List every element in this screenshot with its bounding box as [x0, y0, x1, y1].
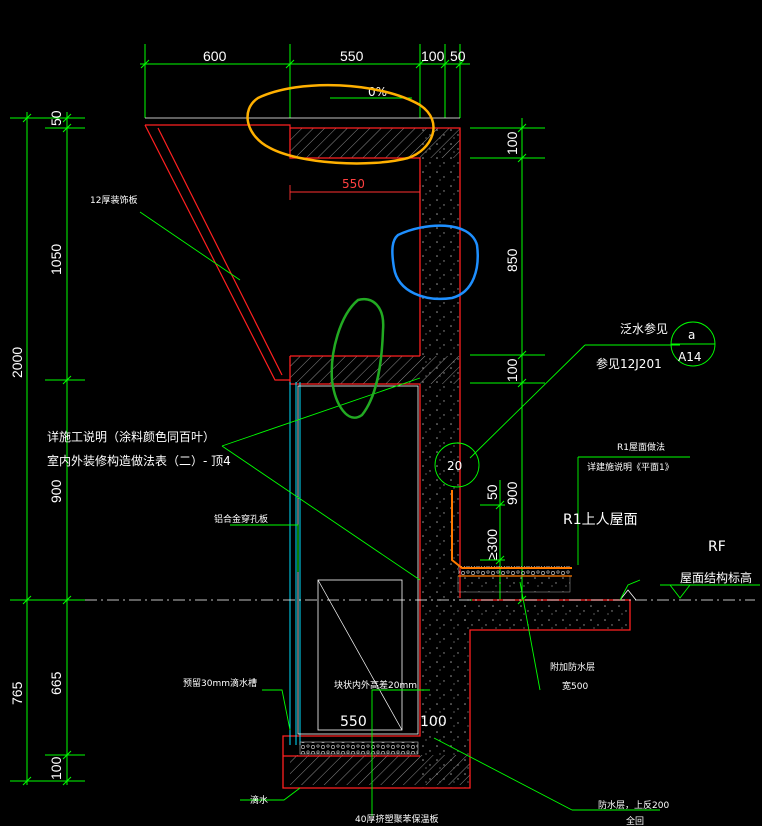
extra-waterproof-label: 附加防水层 — [550, 661, 595, 673]
dim-300: ≥300 — [484, 529, 500, 560]
dim-left-900: 900 — [48, 479, 64, 503]
roof-method-label: R1屋面做法 — [617, 441, 665, 453]
waterproof-layer — [451, 490, 572, 569]
dim-right-900: 900 — [504, 481, 520, 505]
dim-left-665: 665 — [48, 671, 64, 695]
roof-screed-layer — [457, 575, 571, 593]
detail-ref-label-2: 参见12J201 — [596, 356, 662, 371]
dim-right-850: 850 — [504, 248, 520, 272]
markup-circle-green — [330, 297, 385, 419]
roof-method-ref: 详建施说明《平面1》 — [587, 461, 674, 473]
gutter-fill — [299, 741, 419, 755]
detail-circle-bottom: A14 — [678, 350, 701, 364]
dim-top-50: 50 — [450, 48, 466, 64]
wall-outlines — [282, 127, 631, 789]
break-symbol — [619, 589, 637, 601]
mid-beam — [290, 356, 460, 384]
waterproof-turn-label: 防水层，上反200 — [598, 799, 669, 811]
dim-right-100-top: 100 — [504, 131, 520, 155]
dim-top-600: 600 — [203, 48, 227, 64]
bottom-550: 550 — [340, 714, 367, 730]
roof-gravel-layer — [458, 566, 570, 576]
roof-elevation-label: 屋面结构标高 — [680, 570, 752, 585]
detail-circle-top: a — [688, 328, 695, 342]
markup-circle-yellow — [246, 83, 435, 165]
detail-callout-circle — [434, 442, 480, 488]
inner-panel — [317, 579, 403, 731]
detail-ref-label-1: 泛水参见 — [620, 321, 668, 336]
decor-board — [144, 124, 291, 381]
dim-left-765: 765 — [9, 681, 25, 705]
drip-slot-label: 预留30mm滴水槽 — [183, 677, 257, 689]
bottom-slab — [290, 755, 470, 785]
leader-lines — [139, 97, 690, 816]
drip-label: 滴水 — [250, 794, 268, 806]
bottom-100: 100 — [420, 714, 447, 730]
stone-note-label: 块状内外高差20mm — [334, 679, 417, 691]
markup-circle-blue — [391, 224, 479, 301]
construction-note-1: 详施工说明（涂料颜色同百叶） — [47, 429, 215, 444]
dim-left-2000: 2000 — [9, 347, 25, 378]
dim-left-100: 100 — [48, 756, 64, 780]
decor-board-label: 12厚装饰板 — [90, 194, 137, 206]
elevation-symbol — [666, 584, 691, 599]
insulation-board-label: 40厚挤塑聚苯保温板 — [355, 813, 438, 825]
roof-slab — [460, 600, 630, 630]
dim-right-100-mid: 100 — [504, 358, 520, 382]
dim-50: 50 — [484, 484, 500, 500]
rf-tag: RF — [708, 539, 726, 555]
top-dimension-chain — [140, 44, 470, 118]
construction-note-2: 室内外装修构造做法表（二）- 顶4 — [47, 453, 231, 468]
slab-width-label: 550 — [342, 177, 365, 191]
left-dimension-chains — [10, 112, 85, 786]
roof-name-label: R1上人屋面 — [563, 512, 638, 528]
perforated-panel — [289, 382, 301, 745]
callout-value: 20 — [447, 459, 462, 473]
inner-panel-diagonal — [317, 579, 403, 731]
waterproof-turn-label-2: 全回 — [626, 815, 644, 826]
dim-left-1050: 1050 — [48, 244, 64, 275]
dim-left-50: 50 — [48, 110, 64, 126]
dim-top-550: 550 — [340, 48, 364, 64]
dim-top-100: 100 — [421, 48, 445, 64]
perforated-panel-label: 铝合金穿孔板 — [214, 513, 268, 525]
extra-waterproof-width: 宽500 — [562, 680, 588, 692]
